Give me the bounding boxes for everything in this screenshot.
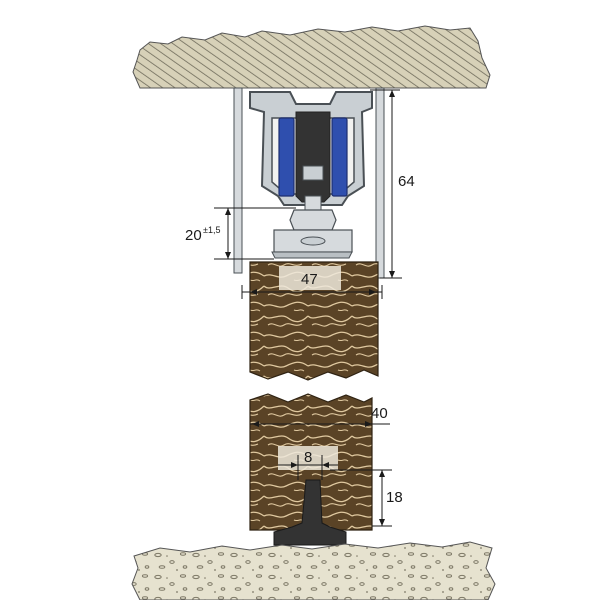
ceiling-slab (132, 25, 491, 89)
dimension-64: 64 (370, 89, 415, 279)
dimension-20-tolerance: ±1,5 (203, 225, 220, 235)
carriage-axle (302, 165, 324, 181)
dimension-47-label: 47 (301, 271, 318, 288)
wheel-right (331, 117, 348, 197)
wheel-left (278, 117, 295, 197)
rail-cover-left (233, 87, 243, 274)
dimension-20: 20 ±1,5 (185, 207, 296, 260)
carriage-body (295, 111, 331, 203)
dimension-47: 47 (241, 266, 383, 299)
bracket-base (271, 251, 353, 259)
dimension-20-label: 20 (185, 227, 202, 244)
dimension-18: 18 (330, 469, 403, 527)
adjusting-nut (289, 209, 337, 231)
floor-slab (131, 541, 496, 600)
dimension-40-label: 40 (371, 405, 388, 422)
rail-cover-right (375, 87, 385, 279)
dimension-64-label: 64 (398, 173, 415, 190)
dimension-40: 40 (250, 405, 390, 427)
bracket-screw (300, 236, 326, 246)
top-rail-profile (233, 87, 385, 279)
dimension-18-label: 18 (386, 489, 403, 506)
dimension-8-label: 8 (304, 449, 312, 466)
dimension-47-label-box (279, 266, 341, 290)
dimension-8: 8 (278, 446, 338, 480)
